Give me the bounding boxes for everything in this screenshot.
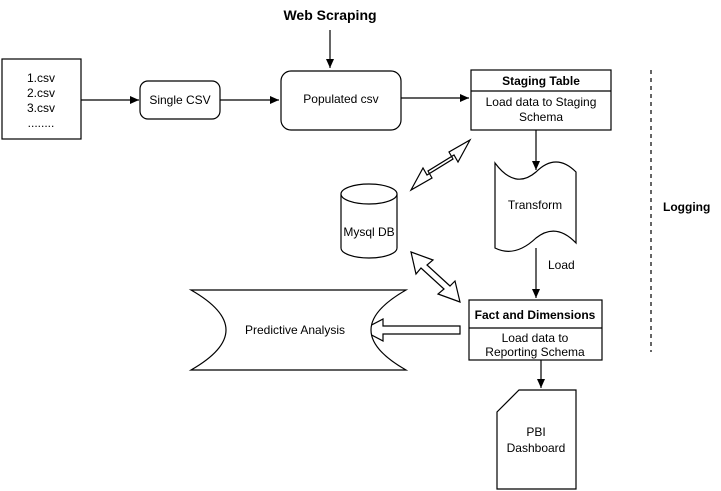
populated-csv-node: Populated csv [280, 70, 402, 131]
populated-csv-label: Populated csv [303, 92, 378, 106]
pbi-dashboard-node: PBI Dashboard [496, 389, 577, 490]
mysql-db-label: Mysql DB [343, 225, 394, 239]
csv-file-1: 1.csv [27, 71, 55, 85]
logging-label: Logging [663, 200, 710, 214]
transform-label: Transform [508, 198, 562, 212]
csv-file-2: 2.csv [27, 86, 55, 100]
mysql-db-node: Mysql DB [340, 183, 398, 259]
load-label: Load [548, 258, 575, 272]
csv-file-3: 3.csv [27, 101, 55, 115]
fact-dimensions-node: Fact and Dimensions Load data to Reporti… [468, 299, 603, 361]
single-csv-node: Single CSV [139, 80, 221, 120]
transform-node: Transform [494, 161, 577, 252]
csv-files-node: 1.csv 2.csv 3.csv ........ [1, 58, 82, 140]
pbi-label-line1: PBI [526, 425, 545, 439]
fact-dimensions-body-line1: Load data to [502, 331, 569, 345]
fact-dimensions-header: Fact and Dimensions [475, 308, 596, 322]
fact-dimensions-body-line2: Reporting Schema [485, 345, 585, 359]
staging-table-header: Staging Table [502, 74, 580, 88]
staging-table-body-line1: Load data to Staging [486, 95, 597, 109]
predictive-analysis-node: Predictive Analysis [188, 289, 409, 371]
hollow-arrow-fact-to-predictive [360, 318, 461, 342]
staging-table-body-line2: Schema [519, 110, 563, 124]
pbi-label-line2: Dashboard [507, 441, 566, 455]
staging-table-node: Staging Table Load data to Staging Schem… [470, 69, 612, 131]
csv-file-more: ........ [28, 116, 55, 130]
single-csv-label: Single CSV [149, 93, 210, 107]
predictive-analysis-label: Predictive Analysis [245, 323, 345, 337]
web-scraping-title: Web Scraping [283, 7, 376, 23]
double-arrow-mysql-fact [410, 251, 461, 303]
double-arrow-staging-mysql [409, 138, 472, 192]
